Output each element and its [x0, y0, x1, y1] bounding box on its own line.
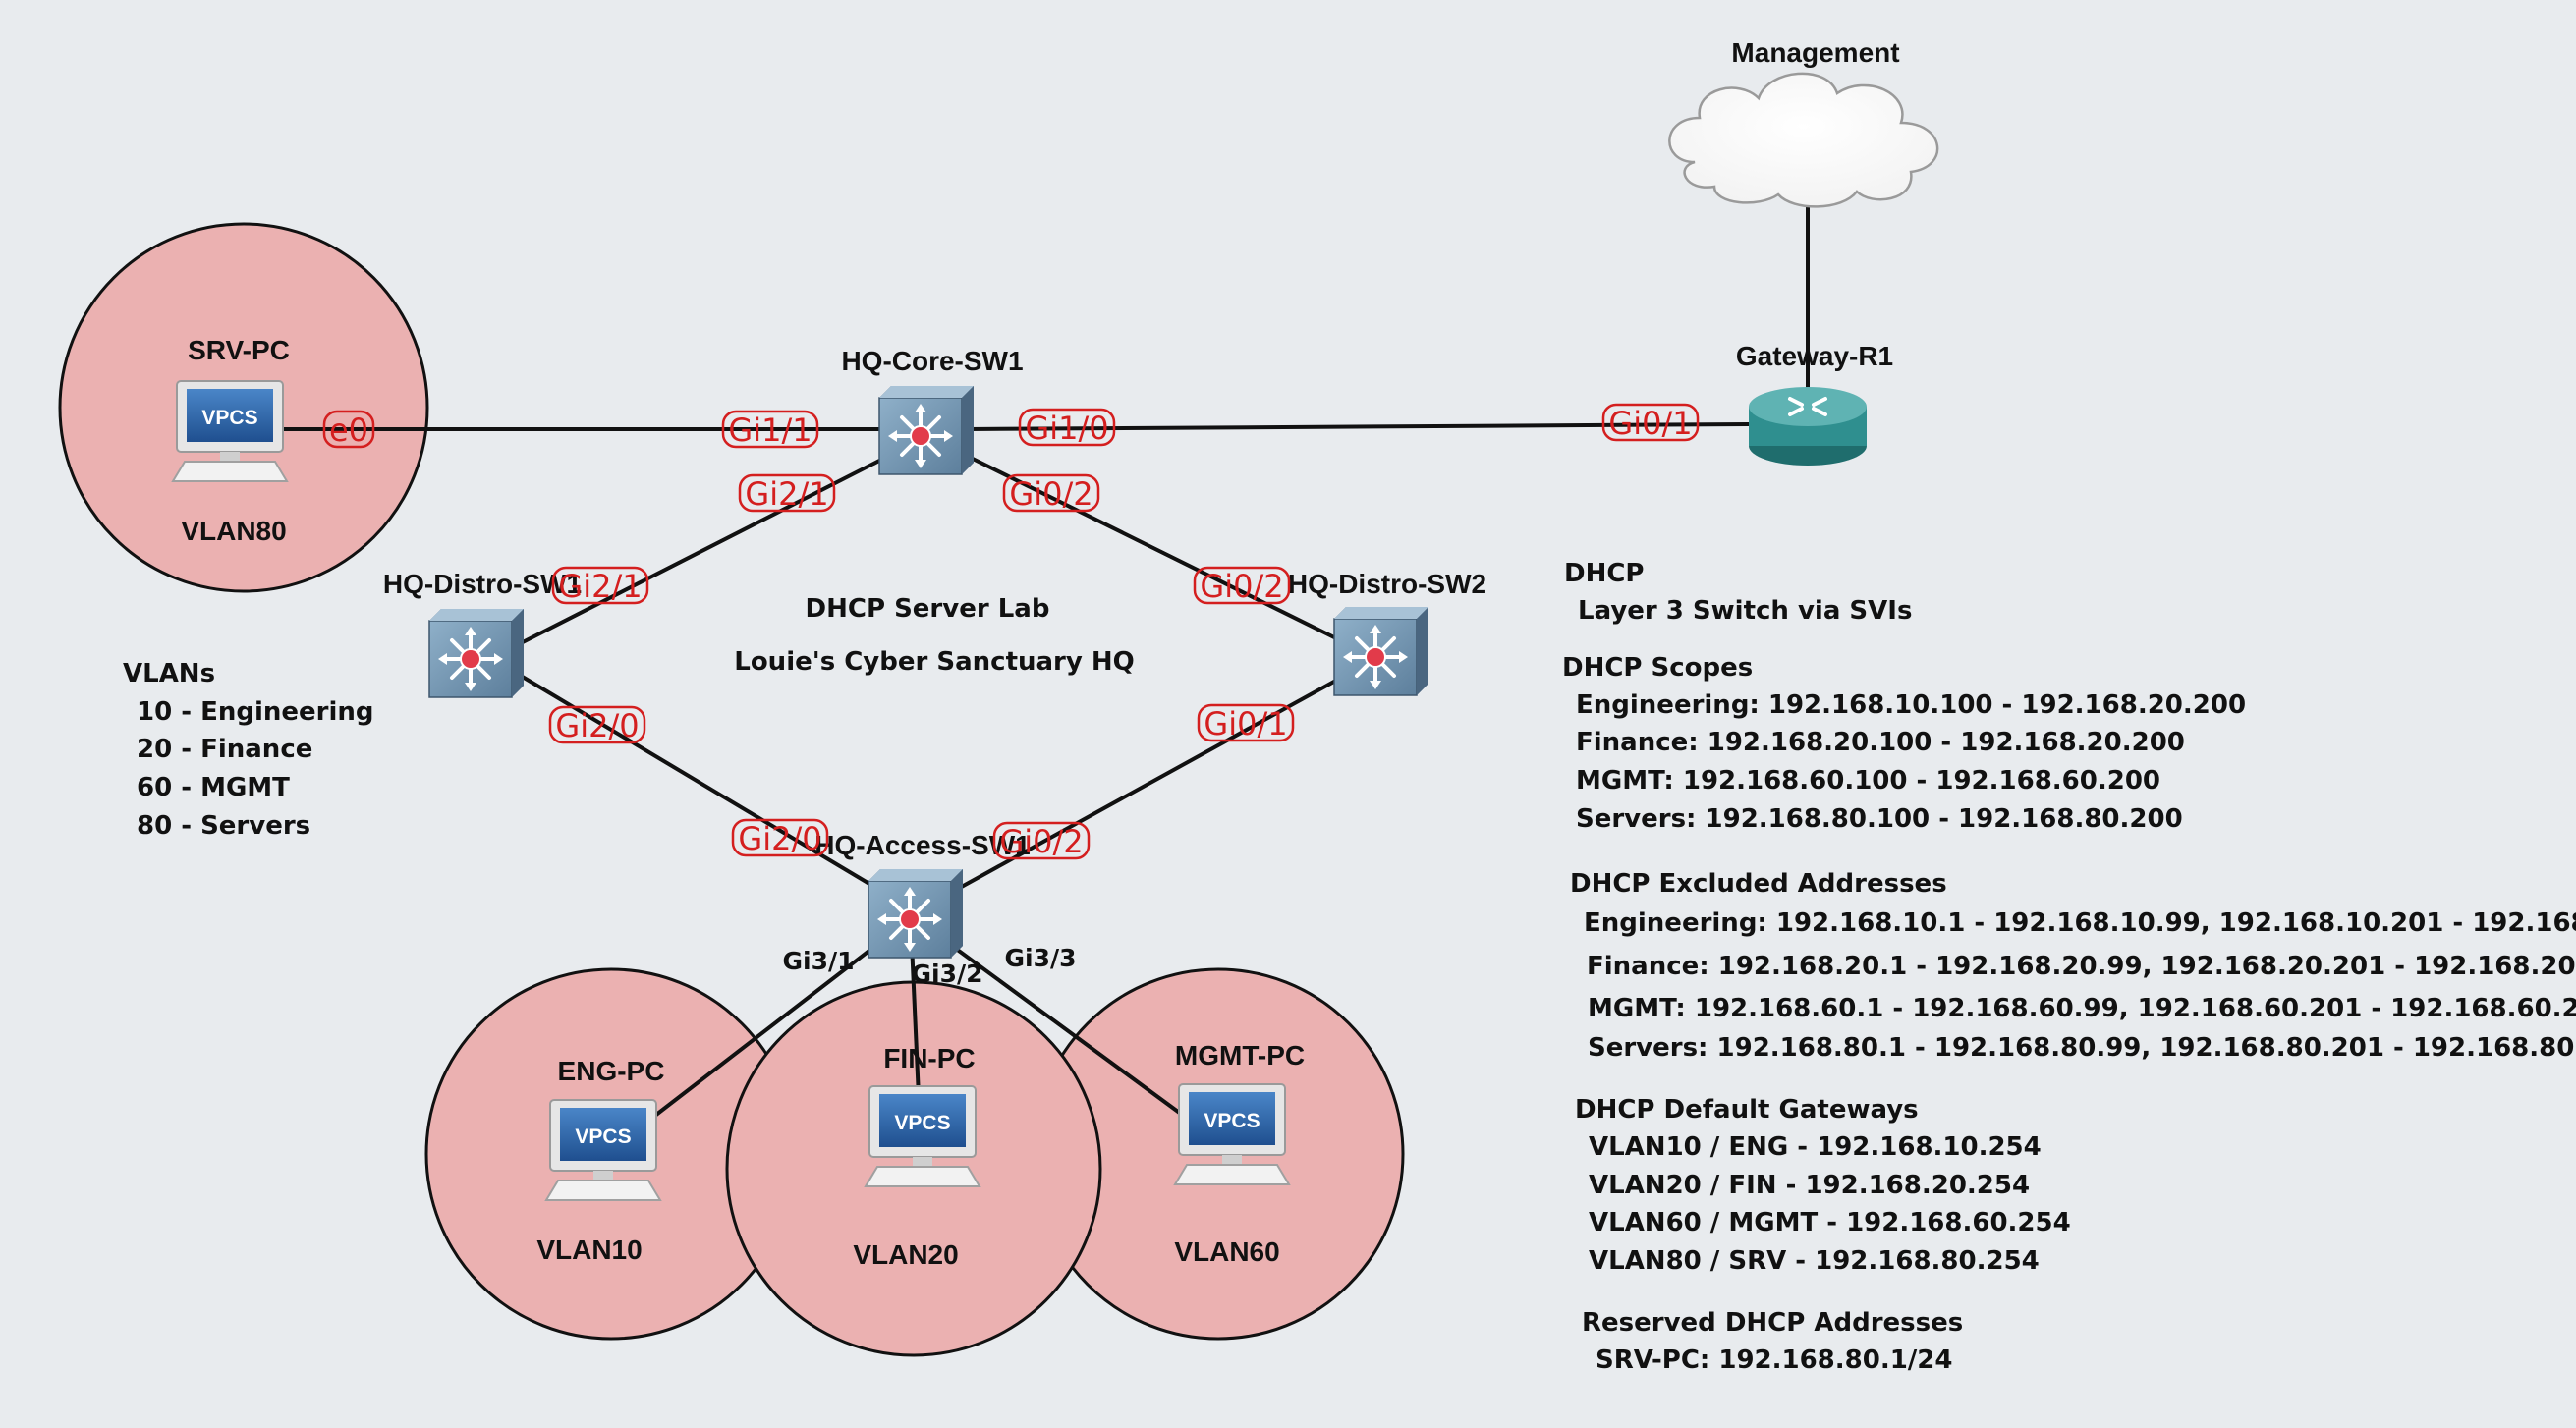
- dhcp-gateway-item: VLAN20 / FIN - 192.168.20.254: [1589, 1171, 2030, 1200]
- dhcp-notes: DHCP Layer 3 Switch via SVIs DHCP Scopes…: [1562, 559, 2576, 1375]
- dhcp-excluded-item: Finance: 192.168.20.1 - 192.168.20.99, 1…: [1587, 952, 2576, 981]
- dhcp-excluded-item: Engineering: 192.168.10.1 - 192.168.10.9…: [1584, 908, 2576, 938]
- svg-text:Gi2/0: Gi2/0: [738, 820, 821, 857]
- router-icon[interactable]: [1749, 387, 1867, 466]
- vlan-legend-item: 10 - Engineering: [137, 697, 374, 727]
- eng-pc-label: ENG-PC: [558, 1056, 665, 1086]
- port-label: Gi1/1: [721, 410, 819, 449]
- port-label-gi3-3: Gi3/3: [1004, 944, 1076, 972]
- port-label: Gi0/2: [1002, 473, 1100, 513]
- svg-text:Gi1/0: Gi1/0: [1025, 410, 1108, 447]
- port-label: Gi2/0: [731, 818, 829, 857]
- fin-pc-label: FIN-PC: [883, 1043, 975, 1073]
- vlan-legend-item: 20 - Finance: [137, 735, 312, 764]
- svg-text:Gi1/1: Gi1/1: [728, 412, 812, 449]
- vlan20-label: VLAN20: [853, 1239, 958, 1270]
- eng-pc-icon[interactable]: VPCS: [545, 1099, 661, 1201]
- vlan-legend-heading: VLANs: [123, 659, 215, 688]
- distro1-label: HQ-Distro-SW1: [383, 569, 582, 599]
- link-access-eng: [642, 941, 881, 1126]
- dhcp-scopes-heading: DHCP Scopes: [1562, 653, 1753, 683]
- dhcp-reserved-heading: Reserved DHCP Addresses: [1582, 1308, 1963, 1338]
- port-label: Gi0/2: [992, 821, 1091, 860]
- port-label: Gi0/2: [1193, 566, 1291, 605]
- management-label: Management: [1731, 37, 1899, 68]
- dhcp-gateways-heading: DHCP Default Gateways: [1575, 1095, 1919, 1125]
- link-access-mgmt: [946, 941, 1191, 1122]
- port-label: Gi2/0: [548, 705, 646, 744]
- port-label-gi3-1: Gi3/1: [782, 947, 854, 975]
- svg-text:Gi2/0: Gi2/0: [555, 707, 639, 744]
- svg-text:Gi0/2: Gi0/2: [1009, 475, 1092, 513]
- core-switch-icon[interactable]: [877, 384, 976, 476]
- link-core-distro2: [972, 457, 1337, 640]
- distro2-label: HQ-Distro-SW2: [1288, 569, 1486, 599]
- dhcp-gateway-item: VLAN80 / SRV - 192.168.80.254: [1589, 1246, 2040, 1276]
- svg-text:VPCS: VPCS: [894, 1112, 950, 1134]
- port-label-gi3-2: Gi3/2: [911, 960, 982, 988]
- dhcp-scope-item: Servers: 192.168.80.100 - 192.168.80.200: [1576, 804, 2183, 834]
- vlan60-label: VLAN60: [1174, 1236, 1279, 1267]
- dhcp-scope-item: Engineering: 192.168.10.100 - 192.168.20…: [1576, 690, 2246, 720]
- distro1-switch-icon[interactable]: [427, 607, 526, 699]
- core-switch-label: HQ-Core-SW1: [841, 346, 1023, 376]
- vlan-legend-item: 60 - MGMT: [137, 773, 290, 802]
- port-label: Gi2/1: [551, 566, 649, 605]
- dhcp-excluded-item: MGMT: 192.168.60.1 - 192.168.60.99, 192.…: [1588, 994, 2576, 1023]
- mgmt-pc-label: MGMT-PC: [1175, 1040, 1305, 1071]
- dhcp-heading: DHCP: [1564, 559, 1644, 588]
- distro2-switch-icon[interactable]: [1332, 605, 1430, 697]
- port-label: Gi1/0: [1018, 408, 1116, 447]
- port-label: e0: [322, 410, 375, 449]
- svg-text:Gi0/1: Gi0/1: [1204, 705, 1287, 742]
- svg-text:Gi0/2: Gi0/2: [999, 823, 1083, 860]
- srv-pc-icon[interactable]: VPCS: [172, 380, 288, 482]
- link-distro2-access: [957, 676, 1342, 891]
- dhcp-excluded-heading: DHCP Excluded Addresses: [1570, 869, 1947, 899]
- lab-subtitle: Louie's Cyber Sanctuary HQ: [734, 647, 1134, 677]
- dhcp-excluded-item: Servers: 192.168.80.1 - 192.168.80.99, 1…: [1588, 1033, 2576, 1063]
- lab-title: DHCP Server Lab: [806, 594, 1050, 624]
- fin-pc-icon[interactable]: VPCS: [865, 1085, 980, 1187]
- port-label: Gi2/1: [738, 473, 836, 513]
- port-label: Gi0/1: [1601, 403, 1700, 442]
- svg-text:VPCS: VPCS: [201, 407, 257, 429]
- srv-pc-label: SRV-PC: [188, 335, 290, 365]
- link-core-gateway: [967, 422, 1750, 431]
- link-core-distro1: [520, 458, 882, 645]
- svg-text:Gi0/2: Gi0/2: [1200, 568, 1283, 605]
- dhcp-reserved-item: SRV-PC: 192.168.80.1/24: [1596, 1346, 1952, 1375]
- svg-text:Gi2/1: Gi2/1: [558, 568, 642, 605]
- svg-text:Gi0/1: Gi0/1: [1608, 405, 1692, 442]
- svg-text:VPCS: VPCS: [575, 1126, 631, 1148]
- svg-text:Gi2/1: Gi2/1: [745, 475, 828, 513]
- dhcp-gateway-item: VLAN10 / ENG - 192.168.10.254: [1589, 1132, 2042, 1162]
- vlan-legend: VLANs 10 - Engineering 20 - Finance 60 -…: [123, 659, 374, 841]
- dhcp-mode: Layer 3 Switch via SVIs: [1578, 596, 1912, 626]
- svg-text:e0: e0: [329, 412, 368, 449]
- vlan-legend-item: 80 - Servers: [137, 811, 310, 841]
- link-distro1-access: [519, 674, 871, 886]
- vlan10-label: VLAN10: [536, 1235, 642, 1265]
- dhcp-gateway-item: VLAN60 / MGMT - 192.168.60.254: [1589, 1208, 2071, 1237]
- mgmt-pc-icon[interactable]: VPCS: [1174, 1083, 1290, 1185]
- vlan80-label: VLAN80: [181, 516, 286, 546]
- management-cloud-icon[interactable]: [1668, 72, 1939, 208]
- gateway-label: Gateway-R1: [1736, 341, 1893, 371]
- port-label: Gi0/1: [1197, 703, 1295, 742]
- svg-text:VPCS: VPCS: [1204, 1110, 1260, 1132]
- dhcp-scope-item: Finance: 192.168.20.100 - 192.168.20.200: [1576, 728, 2185, 757]
- access-switch-icon[interactable]: [867, 867, 965, 960]
- dhcp-scope-item: MGMT: 192.168.60.100 - 192.168.60.200: [1576, 766, 2160, 796]
